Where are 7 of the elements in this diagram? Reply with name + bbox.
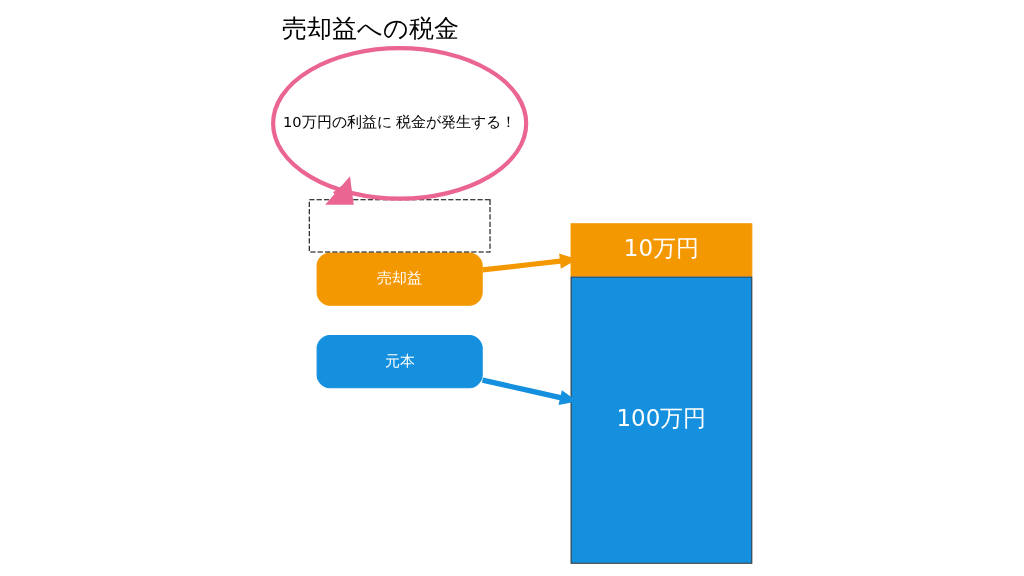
node-box: 100万円 — [570, 276, 752, 564]
arrow — [324, 176, 354, 205]
node-box: 10万円 — [570, 223, 752, 277]
diagram-title: 売却益への税金 — [281, 13, 459, 43]
node-box — [308, 199, 491, 253]
node-box: 元本 — [316, 335, 483, 389]
node-box: 売却益 — [316, 252, 483, 306]
